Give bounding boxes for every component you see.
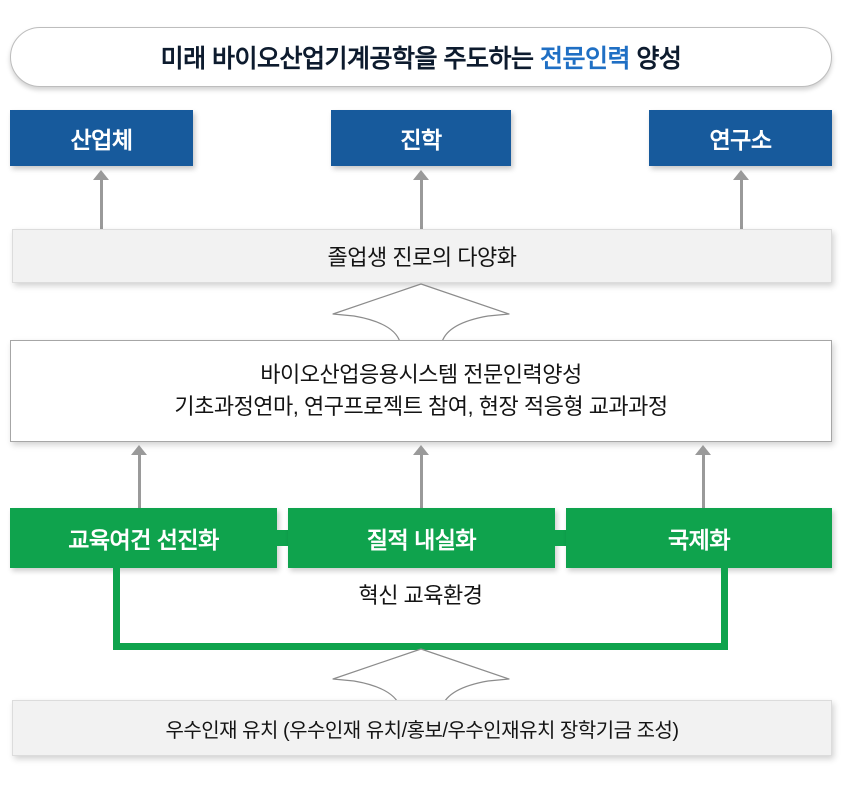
strategy-connector-right [555, 530, 566, 546]
strategy-box-quality-enhancement: 질적 내실화 [288, 508, 555, 568]
arrow-strategy-education-to-program [131, 445, 147, 508]
outcome-box-graduate-school: 진학 [331, 110, 511, 166]
block-arrow-foundation-to-innovation [330, 648, 512, 708]
innovation-environment-label: 혁신 교육환경 [358, 583, 483, 608]
block-arrow-program-to-careers [330, 283, 512, 343]
outcome-label: 산업체 [70, 127, 133, 153]
innovation-environment-bracket [113, 568, 728, 650]
careers-diversification-bar: 졸업생 진로의 다양화 [12, 229, 832, 283]
program-line-1: 바이오산업응용시스템 전문인력양성 [260, 362, 582, 388]
diagram-title-pill: 미래 바이오산업기계공학을 주도하는 전문인력 양성 [10, 27, 832, 87]
arrow-careers-to-research-institute [733, 170, 749, 229]
block-arrow-icon [332, 648, 510, 708]
arrow-shaft [100, 178, 103, 229]
outcome-label: 진학 [400, 127, 442, 153]
strategy-box-education-advancement: 교육여건 선진화 [10, 508, 277, 568]
block-arrow-icon [332, 283, 510, 343]
arrow-shaft [138, 453, 141, 508]
talent-recruitment-bar: 우수인재 유치 (우수인재 유치/홍보/우수인재유치 장학기금 조성) [12, 700, 832, 756]
page-title: 미래 바이오산업기계공학을 주도하는 전문인력 양성 [161, 39, 682, 75]
arrow-shaft [702, 453, 705, 508]
program-line-2: 기초과정연마, 연구프로젝트 참여, 현장 적응형 교과과정 [174, 394, 668, 419]
arrow-head-icon [695, 445, 711, 455]
arrow-head-icon [93, 170, 109, 180]
outcome-box-industry: 산업체 [10, 110, 193, 166]
outcome-label: 연구소 [709, 127, 772, 153]
strategy-box-globalization: 국제화 [566, 508, 832, 568]
strategy-label: 국제화 [668, 527, 730, 553]
arrow-head-icon [413, 445, 429, 455]
strategy-label: 교육여건 선진화 [68, 527, 219, 553]
arrow-shaft [740, 178, 743, 229]
arrow-head-icon [733, 170, 749, 180]
arrow-shaft [420, 453, 423, 508]
title-accent: 전문인력 [539, 45, 631, 73]
arrow-head-icon [413, 170, 429, 180]
program-description-box: 바이오산업응용시스템 전문인력양성 기초과정연마, 연구프로젝트 참여, 현장 … [10, 340, 832, 442]
strategy-label: 질적 내실화 [366, 527, 477, 553]
arrow-shaft [420, 178, 423, 229]
arrow-careers-to-graduate-school [413, 170, 429, 229]
title-prefix: 미래 바이오산업기계공학을 주도하는 [160, 45, 540, 73]
strategy-connector-left [277, 530, 288, 546]
arrow-strategy-global-to-program [695, 445, 711, 508]
outcome-box-research-institute: 연구소 [649, 110, 832, 166]
arrow-careers-to-industry [93, 170, 109, 229]
arrow-strategy-quality-to-program [413, 445, 429, 508]
talent-recruitment-label: 우수인재 유치 (우수인재 유치/홍보/우수인재유치 장학기금 조성) [165, 719, 679, 742]
arrow-head-icon [131, 445, 147, 455]
title-suffix: 양성 [629, 45, 682, 73]
careers-bar-label: 졸업생 진로의 다양화 [327, 245, 517, 270]
